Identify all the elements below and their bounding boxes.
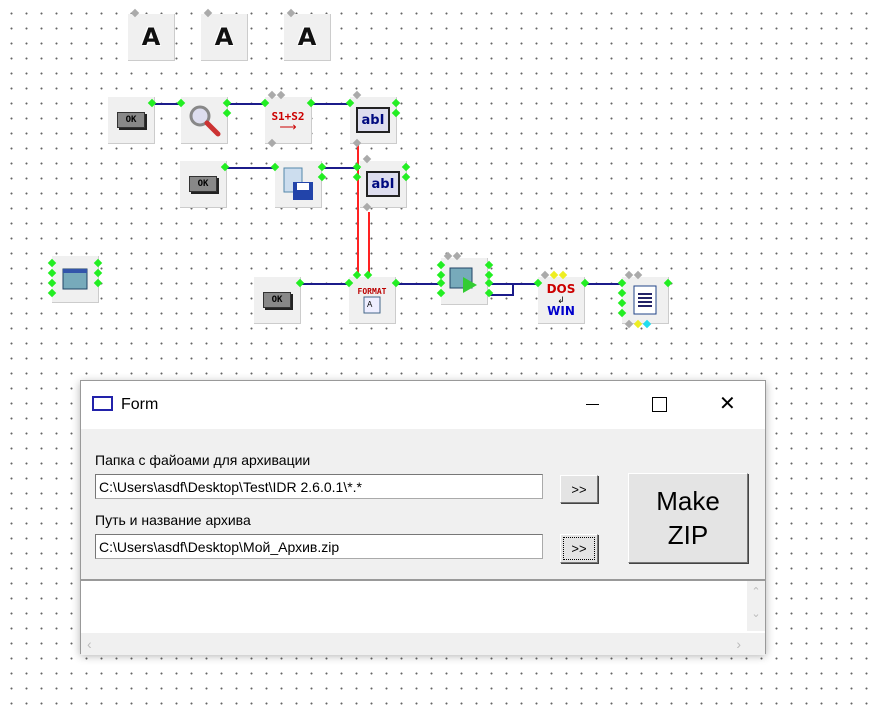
arrow-icon: ⟶: [279, 119, 297, 134]
concat-icon: S1+S2: [271, 109, 305, 123]
format-label: FORMAT: [357, 286, 387, 296]
label-icon: A: [297, 23, 317, 51]
label-component-1[interactable]: A: [128, 14, 175, 61]
make-zip-label: Make: [656, 486, 720, 516]
edit-icon: abI: [366, 171, 400, 197]
form-component[interactable]: [52, 256, 99, 303]
size-grip[interactable]: [747, 633, 765, 655]
data-wire: [368, 212, 370, 276]
wire: [489, 294, 513, 296]
ok-button-icon: OK: [263, 292, 291, 308]
archive-path-input[interactable]: C:\Users\asdf\Desktop\Мой_Архив.zip: [95, 534, 543, 559]
format-component[interactable]: FORMAT A: [349, 277, 396, 324]
ok-button-icon: OK: [189, 176, 217, 192]
browse-folder-button[interactable]: >>: [560, 475, 598, 503]
close-button[interactable]: ✕: [719, 393, 736, 415]
button-component-3[interactable]: OK: [254, 277, 301, 324]
window-icon: [62, 268, 88, 290]
window-title: Form: [121, 396, 159, 413]
maximize-button[interactable]: [652, 397, 667, 412]
wire: [512, 283, 514, 296]
memo-icon: [633, 285, 657, 315]
wire: [585, 283, 622, 285]
scroll-left-icon[interactable]: ‹: [87, 636, 92, 652]
window-icon: [92, 396, 113, 411]
edit-component-1[interactable]: abI: [350, 97, 397, 144]
save-icon: [283, 167, 313, 200]
edit-component-2[interactable]: abI: [360, 161, 407, 208]
horizontal-scrollbar[interactable]: ‹›: [81, 633, 747, 655]
wire: [227, 103, 265, 105]
svg-text:A: A: [367, 300, 373, 309]
wire: [311, 103, 350, 105]
source-folder-label: Папка с файоами для архивации: [95, 452, 311, 468]
run-window-icon: [449, 267, 477, 293]
label-component-3[interactable]: A: [284, 14, 331, 61]
archive-path-label: Путь и название архива: [95, 512, 251, 528]
arrow-icon: ↲: [557, 295, 565, 305]
find-component[interactable]: [181, 97, 228, 144]
concat-component[interactable]: S1+S2⟶: [265, 97, 312, 144]
wire: [225, 167, 275, 169]
label-component-2[interactable]: A: [201, 14, 248, 61]
dos-win-component[interactable]: DOS↲WIN: [538, 277, 585, 324]
form-window: Form ✕ Папка с файоами для архивации C:\…: [80, 380, 766, 655]
document-icon: A: [363, 296, 381, 313]
wire: [152, 103, 181, 105]
win-label: WIN: [547, 304, 575, 318]
label-icon: A: [141, 23, 161, 51]
button-component-1[interactable]: OK: [108, 97, 155, 144]
vertical-scrollbar[interactable]: ⌃⌄: [747, 581, 765, 631]
data-wire: [357, 142, 359, 276]
label-icon: A: [214, 23, 234, 51]
scroll-right-icon[interactable]: ›: [736, 636, 741, 652]
wire: [396, 283, 441, 285]
memo-component[interactable]: [622, 277, 669, 324]
wire: [300, 283, 349, 285]
dos-label: DOS: [546, 282, 576, 296]
title-bar: Form ✕: [81, 381, 765, 429]
save-dialog-component[interactable]: [275, 161, 322, 208]
make-zip-label: ZIP: [667, 520, 709, 550]
browse-archive-button[interactable]: >>: [560, 534, 598, 563]
run-form-component[interactable]: [441, 258, 488, 305]
source-folder-input[interactable]: C:\Users\asdf\Desktop\Test\IDR 2.6.0.1\*…: [95, 474, 543, 499]
wire: [322, 167, 360, 169]
edit-icon: abI: [356, 107, 390, 133]
magnifier-icon: [189, 105, 221, 137]
minimize-button[interactable]: [586, 404, 599, 405]
ok-button-icon: OK: [117, 112, 145, 128]
log-memo[interactable]: ⌃⌄ ‹›: [81, 579, 765, 655]
button-component-2[interactable]: OK: [180, 161, 227, 208]
